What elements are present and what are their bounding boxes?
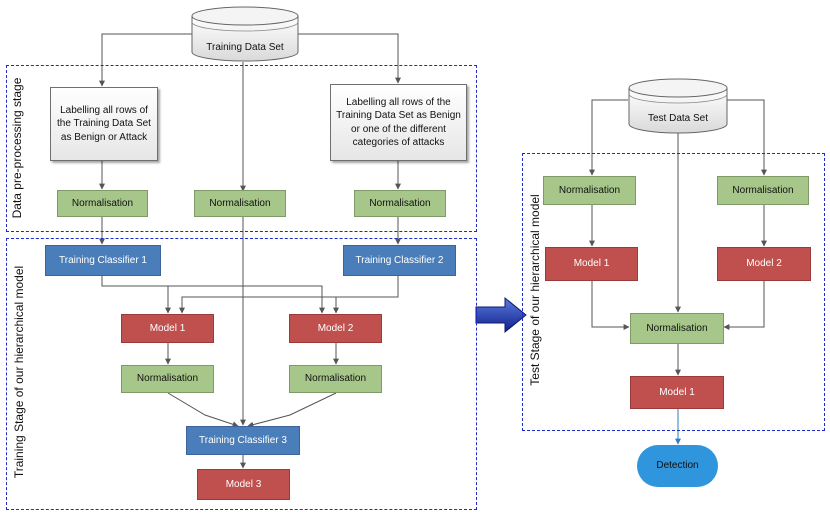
labelling-box-right: Labelling all rows of the Training Data … bbox=[330, 84, 467, 161]
training-data-set-label: Training Data Set bbox=[206, 42, 284, 53]
test-label: Test Stage of our hierarchical model bbox=[528, 194, 542, 386]
training-region bbox=[6, 238, 477, 510]
training-model-3: Model 3 bbox=[197, 469, 290, 500]
training-normalisation-right: Normalisation bbox=[289, 365, 382, 393]
detection-node: Detection bbox=[637, 445, 718, 487]
training-model-2: Model 2 bbox=[289, 314, 382, 343]
training-data-set-icon bbox=[191, 6, 299, 62]
test-data-set-icon bbox=[628, 78, 728, 134]
test-normalisation-left: Normalisation bbox=[543, 176, 636, 205]
normalisation-box-middle: Normalisation bbox=[194, 190, 286, 217]
preprocessing-region bbox=[6, 65, 477, 232]
test-data-set-label: Test Data Set bbox=[647, 113, 709, 124]
normalisation-box-right: Normalisation bbox=[354, 190, 446, 217]
test-model-1: Model 1 bbox=[545, 247, 638, 281]
test-model-1-final: Model 1 bbox=[630, 376, 724, 409]
training-model-1: Model 1 bbox=[121, 314, 214, 343]
test-model-2: Model 2 bbox=[717, 247, 811, 281]
preprocessing-label: Data pre-processing stage bbox=[10, 77, 24, 219]
transition-arrow bbox=[475, 296, 527, 334]
training-classifier-2: Training Classifier 2 bbox=[343, 245, 456, 276]
test-normalisation-right: Normalisation bbox=[717, 176, 809, 205]
training-classifier-1: Training Classifier 1 bbox=[45, 245, 161, 276]
test-normalisation-center: Normalisation bbox=[630, 313, 724, 344]
normalisation-box-left: Normalisation bbox=[57, 190, 148, 217]
training-normalisation-left: Normalisation bbox=[121, 365, 214, 393]
training-label: Training Stage of our hierarchical model bbox=[12, 265, 26, 479]
test-region bbox=[522, 153, 825, 431]
labelling-box-left: Labelling all rows of the Training Data … bbox=[50, 87, 158, 161]
training-classifier-3: Training Classifier 3 bbox=[186, 426, 300, 455]
